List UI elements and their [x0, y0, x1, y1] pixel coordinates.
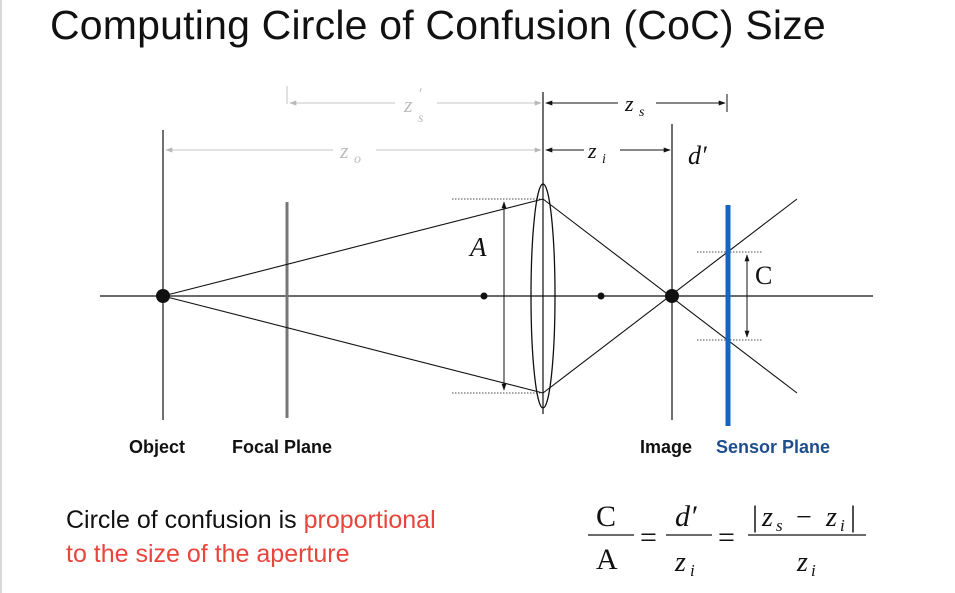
formula-rhs-bar-left: | [752, 500, 758, 533]
formula-lhs-den: A [596, 543, 618, 576]
object-point [156, 289, 170, 303]
focal-plane-label: Focal Plane [232, 437, 332, 457]
focal-point-left [480, 292, 488, 300]
slide-left-border [0, 0, 2, 593]
ray-lower-object-to-lens [162, 295, 544, 394]
formula-rhs-den-sub: i [811, 561, 816, 580]
zs-sub: s [639, 105, 645, 120]
zs-prime-mark: ′ [419, 86, 423, 103]
coc-label: C [755, 261, 772, 290]
formula-rhs-minus: − [796, 502, 812, 533]
formula-mid-den-sub: i [690, 561, 695, 580]
zi-label: z [587, 138, 597, 163]
focal-point-right [597, 292, 605, 300]
formula-rhs-z2: z [825, 502, 837, 533]
image-label: Image [640, 437, 692, 457]
caption-text-1: Circle of confusion is [66, 506, 304, 534]
formula-rhs-z1: z [761, 502, 773, 533]
formula-lhs-num: C [596, 500, 616, 533]
zs-prime-sub: s [418, 111, 424, 126]
formula-rhs-bar-right: | [850, 500, 856, 533]
caption-text-2: to the size of the aperture [66, 540, 350, 568]
formula-rhs-den: z [796, 547, 808, 578]
sensor-plane-label: Sensor Plane [716, 437, 830, 457]
ray-upper-object-to-lens [162, 198, 544, 297]
zi-sub: i [602, 152, 606, 167]
formula-eq1: = [640, 521, 657, 554]
image-point [665, 289, 679, 303]
formula-eq2: = [718, 521, 735, 554]
aperture-label: A [468, 232, 487, 262]
caption: Circle of confusion is proportional to t… [66, 503, 536, 571]
object-label: Object [129, 437, 185, 457]
caption-highlight: proportional [303, 506, 436, 534]
formula-mid-num: d′ [675, 500, 697, 533]
zo-sub: o [354, 152, 361, 167]
formula-mid-den: z [674, 547, 686, 578]
slide-title: Computing Circle of Confusion (CoC) Size [50, 2, 826, 48]
formula-rhs-z1-sub: s [776, 516, 783, 535]
zs-prime-label: z [403, 92, 413, 117]
coc-formula: C A = d′ z i = | z s − z i | z i [588, 500, 866, 580]
zo-label: z [339, 138, 349, 163]
formula-rhs-z2-sub: i [840, 516, 845, 535]
zs-label: z [624, 91, 634, 116]
lens [530, 183, 556, 409]
d-prime-label: d′ [688, 141, 707, 170]
